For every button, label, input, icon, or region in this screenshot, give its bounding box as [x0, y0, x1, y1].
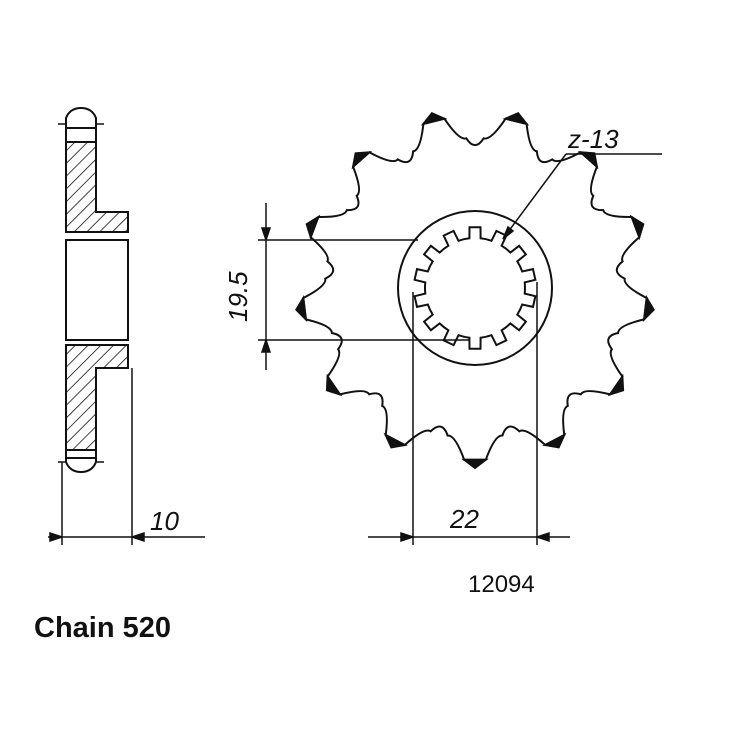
thickness-dimension	[48, 368, 205, 545]
hub-bore-region	[65, 239, 129, 341]
side-section-view	[58, 106, 129, 474]
hub-circle	[397, 210, 553, 366]
lower-hatched-section	[65, 344, 129, 451]
tooth-tip-bottom	[65, 450, 97, 474]
bore-diameter-label: 22	[449, 504, 479, 534]
tooth-tip-marks	[295, 111, 655, 470]
upper-hatched-section	[65, 141, 129, 233]
front-view	[295, 111, 655, 470]
inner-height-label: 19.5	[223, 271, 253, 322]
teeth-count-leader	[502, 153, 662, 240]
part-number: 12094	[468, 571, 535, 598]
tooth-tip-top	[65, 106, 97, 142]
chain-type-label: Chain 520	[34, 612, 171, 644]
sprocket-outline	[302, 117, 648, 461]
teeth-count-label: z-13	[567, 124, 619, 154]
inner-height-dimension	[258, 203, 470, 370]
spline-outline	[413, 226, 537, 350]
bore-diameter-dimension	[368, 282, 570, 545]
thickness-label: 10	[150, 506, 179, 536]
